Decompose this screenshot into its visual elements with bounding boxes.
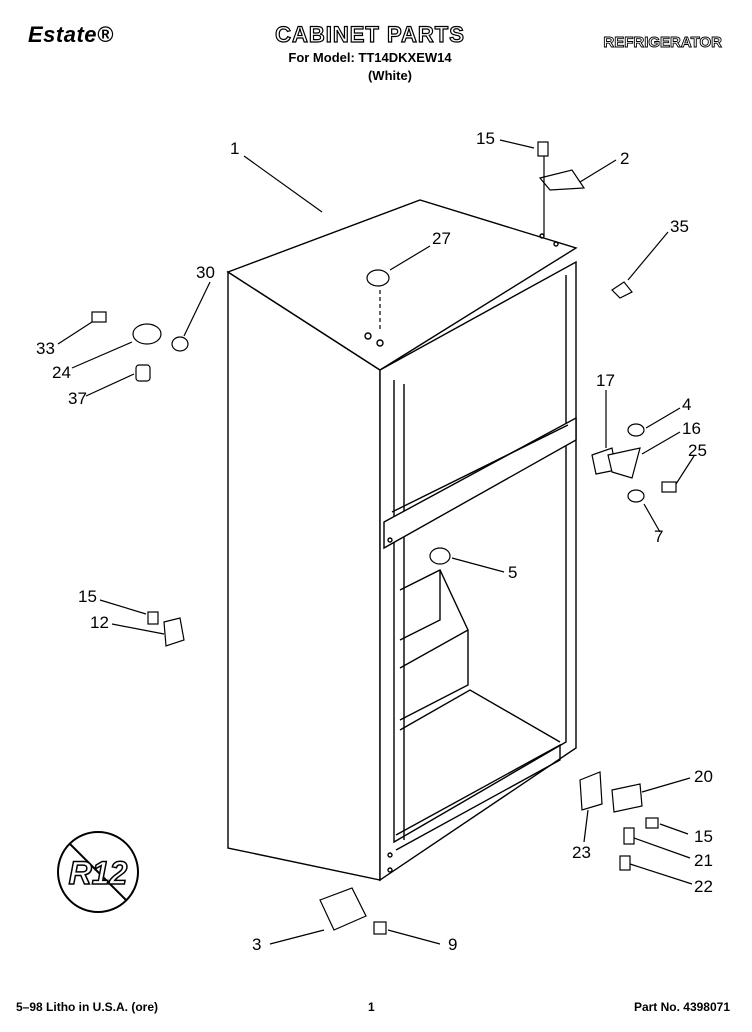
callout-4: 4 [682,395,691,414]
callout-1: 1 [230,139,239,158]
spacer-37 [135,364,151,382]
footer-part-number: Part No. 4398071 [633,1000,730,1014]
r12-badge-text: R12 [69,855,128,891]
callout-24: 24 [52,363,71,382]
page-title: CABINET PARTS [274,21,465,47]
callout-15-left: 15 [78,587,97,606]
model-variant: (White) [367,68,413,83]
top-hinge-2 [538,169,586,191]
callout-17: 17 [596,371,615,390]
callout-22: 22 [694,877,713,896]
callout-12: 12 [90,613,109,632]
footer-page-number: 1 [368,1000,375,1014]
screw-22 [619,855,631,871]
screw-33 [91,311,107,323]
footer-litho: 5–98 Litho in U.S.A. (ore) [16,1000,159,1014]
callout-16: 16 [682,419,701,438]
callout-5: 5 [508,563,517,582]
model-number: For Model: TT14DKXEW14 [288,50,452,65]
washer-7 [627,489,645,503]
callout-labels: 1 15 2 27 35 30 33 24 37 17 4 16 25 7 5 … [36,129,713,954]
screw-15-bottom [645,817,659,829]
plug-27 [366,269,390,287]
callout-37: 37 [68,389,87,408]
callout-2: 2 [620,149,629,168]
part-35 [611,281,633,299]
callout-35: 35 [670,217,689,236]
leader-lines [57,139,695,945]
screw-9 [373,921,387,935]
callout-27: 27 [432,229,451,248]
leveler-3 [319,887,367,931]
callout-21: 21 [694,851,713,870]
parts [91,141,677,935]
callout-15-bottom: 15 [694,827,713,846]
callout-3: 3 [252,935,261,954]
screw-15-top [537,141,549,157]
callout-15-top: 15 [476,129,495,148]
center-hinge-16 [607,447,641,479]
product-category: REFRIGERATOR [603,34,723,52]
screw-25 [661,481,677,493]
callout-7: 7 [654,527,663,546]
callout-33: 33 [36,339,55,358]
cabinet-shell [226,199,578,882]
r12-refrigerant-badge: R12 [57,831,139,913]
callout-30: 30 [196,263,215,282]
washer-4 [627,423,645,437]
callout-9: 9 [448,935,457,954]
screw-15-left [147,611,159,625]
plug-5 [429,547,451,565]
callout-20: 20 [694,767,713,786]
hinge-pin-24 [132,323,162,345]
callout-23: 23 [572,843,591,862]
bracket-12 [163,617,185,647]
callout-25: 25 [688,441,707,460]
pin-21 [623,827,635,845]
brand-logo: Estate® [28,22,114,47]
shim-23 [579,771,603,811]
washer-30 [171,336,189,352]
bottom-hinge-20 [611,783,643,813]
